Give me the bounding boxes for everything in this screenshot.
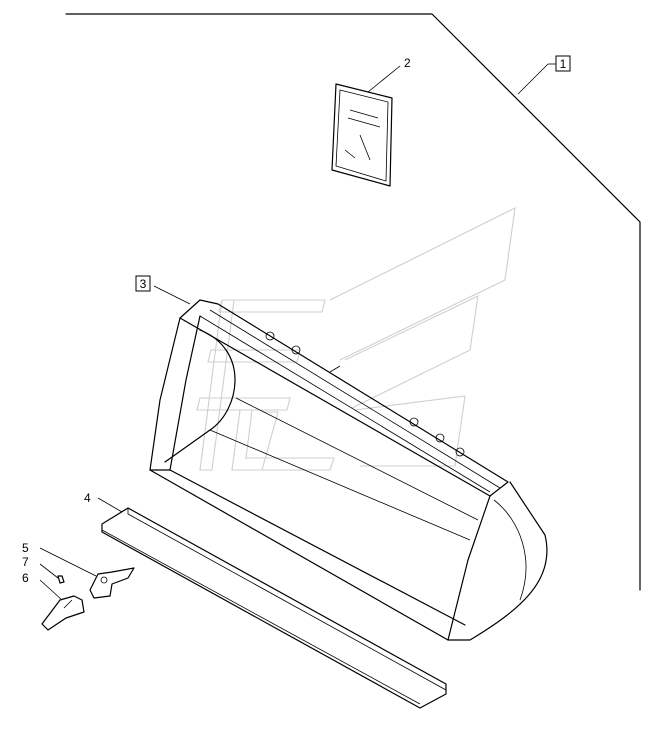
watermark-logo bbox=[196, 207, 516, 471]
cutting-edge bbox=[97, 497, 447, 709]
bucket bbox=[149, 285, 548, 641]
assembly-bracket bbox=[65, 13, 641, 591]
svg-text:6: 6 bbox=[22, 571, 29, 585]
callout-4: 4 bbox=[84, 491, 91, 505]
callout-2: 2 bbox=[404, 56, 411, 70]
callout-1: 1 bbox=[555, 55, 571, 72]
svg-text:2: 2 bbox=[404, 56, 411, 70]
callout-6: 6 bbox=[22, 571, 29, 585]
callout-3: 3 bbox=[135, 275, 151, 292]
svg-text:1: 1 bbox=[560, 57, 567, 71]
svg-text:3: 3 bbox=[140, 277, 147, 291]
retaining-pin bbox=[39, 563, 65, 584]
svg-text:7: 7 bbox=[22, 555, 29, 569]
callout-7: 7 bbox=[22, 555, 29, 569]
svg-text:5: 5 bbox=[22, 541, 29, 555]
callout-5: 5 bbox=[22, 541, 29, 555]
bucket-tooth bbox=[39, 579, 85, 631]
operator-manual bbox=[331, 65, 401, 187]
svg-text:4: 4 bbox=[84, 491, 91, 505]
tooth-adapter bbox=[39, 547, 135, 599]
